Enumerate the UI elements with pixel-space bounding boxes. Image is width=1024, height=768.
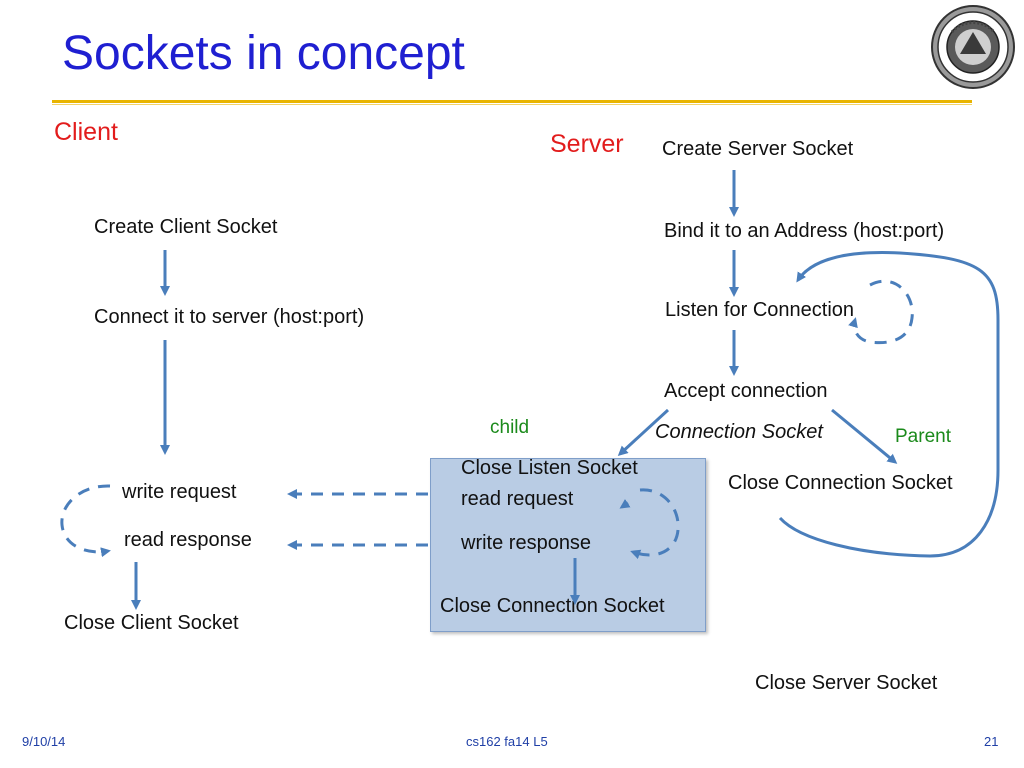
slide-title: Sockets in concept bbox=[62, 27, 465, 80]
server-create-step: Create Server Socket bbox=[662, 138, 854, 160]
child-read-step: read request bbox=[461, 488, 574, 510]
title-rule-thin bbox=[52, 104, 972, 105]
title-rule bbox=[52, 100, 972, 103]
server-bind-step: Bind it to an Address (host:port) bbox=[664, 220, 945, 242]
server-accept-step: Accept connection bbox=[664, 380, 828, 402]
client-write-step: write request bbox=[122, 481, 237, 503]
server-listen-step: Listen for Connection bbox=[665, 299, 855, 321]
parent-close-connection-step: Close Connection Socket bbox=[728, 472, 953, 494]
client-close-step: Close Client Socket bbox=[64, 612, 239, 634]
connection-socket-label: Connection Socket bbox=[655, 421, 823, 443]
child-close-connection-step: Close Connection Socket bbox=[440, 595, 665, 617]
university-seal-icon bbox=[931, 5, 1015, 89]
server-close-step: Close Server Socket bbox=[755, 672, 938, 694]
parent-label: Parent bbox=[895, 426, 951, 447]
child-write-step: write response bbox=[461, 532, 592, 554]
page-number: 21 bbox=[984, 734, 999, 749]
client-create-step: Create Client Socket bbox=[94, 216, 278, 238]
client-read-step: read response bbox=[124, 529, 252, 551]
server-heading: Server bbox=[550, 130, 624, 158]
arrow-accept-to-parent bbox=[831, 408, 898, 464]
client-heading: Client bbox=[54, 118, 118, 146]
loop-client bbox=[60, 484, 111, 558]
footer-date: 9/10/14 bbox=[22, 734, 66, 749]
child-label: child bbox=[490, 417, 530, 438]
loop-listen bbox=[848, 279, 914, 345]
client-connect-step: Connect it to server (host:port) bbox=[94, 306, 365, 328]
child-close-listen-step: Close Listen Socket bbox=[461, 457, 638, 479]
footer-course: cs162 fa14 L5 bbox=[466, 734, 548, 749]
